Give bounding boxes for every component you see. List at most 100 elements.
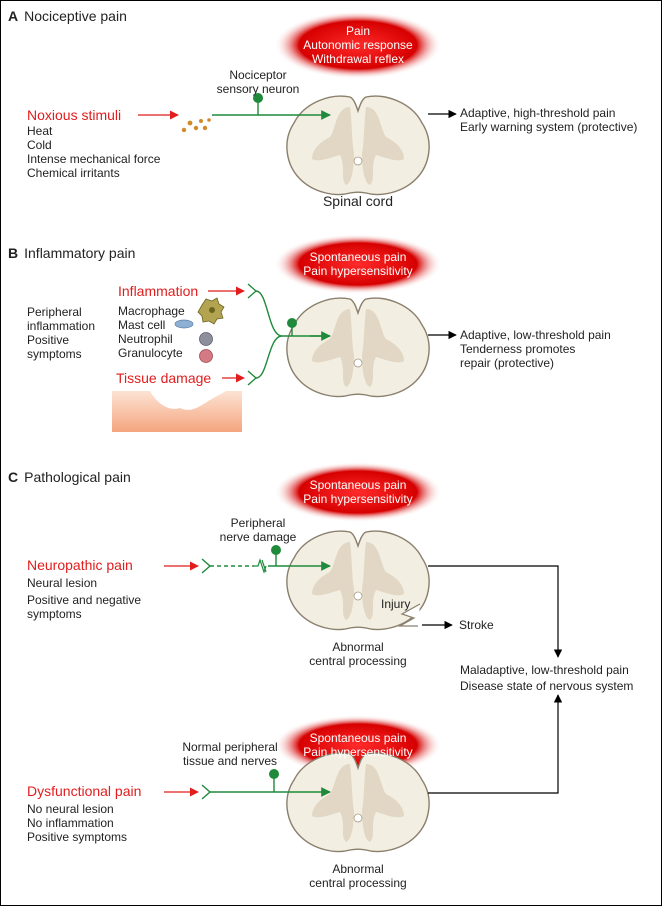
connector-c-top <box>428 565 563 658</box>
granulocyte-icon <box>199 349 213 363</box>
connector-c-bottom <box>428 694 563 794</box>
outcome-c: Maladaptive, low-threshold pain Disease … <box>460 663 633 693</box>
panel-b-heading: B Inflammatory pain <box>8 245 135 261</box>
panel-a-title: Nociceptive pain <box>24 8 127 24</box>
panel-a-heading: A Nociceptive pain <box>8 8 127 24</box>
blob-b-text: Spontaneous pain Pain hypersensitivity <box>274 250 442 278</box>
dysfunctional-soma <box>269 769 279 779</box>
cell-mast-cell: Mast cell <box>118 318 166 332</box>
nociceptor-label-1: Nociceptor <box>229 68 287 82</box>
cell-neutrophil: Neutrophil <box>118 332 173 346</box>
side-label-2: inflammation <box>27 319 96 333</box>
blob-c2-line-2: Pain hypersensitivity <box>303 745 413 759</box>
peripheral-inflammation-label: Peripheral inflammation Positive symptom… <box>27 305 95 361</box>
nerve-damage-label-1: Peripheral <box>230 516 286 530</box>
neuropathic-detail-1: Neural lesion <box>27 576 98 590</box>
panel-b-letter: B <box>8 245 19 261</box>
outcome-a: Adaptive, high-threshold pain Early warn… <box>460 106 637 134</box>
blob-b-line-2: Pain hypersensitivity <box>303 264 413 278</box>
stimulus-cold: Cold <box>27 138 52 152</box>
tissue-crater <box>150 391 214 410</box>
dysfunctional-fiber <box>201 784 212 800</box>
macrophage-icon <box>197 297 225 325</box>
outcome-c-2: Disease state of nervous system <box>460 679 634 693</box>
stroke-label: Stroke <box>459 618 494 632</box>
nerve-break-icon <box>254 558 267 574</box>
neuropathic-fiber <box>201 558 212 574</box>
dysfunctional-pain-label: Dysfunctional pain <box>27 783 142 799</box>
outcome-a-1: Adaptive, high-threshold pain <box>460 106 616 120</box>
dysfunctional-detail-1: No neural lesion <box>27 802 114 816</box>
panel-a-letter: A <box>8 8 19 24</box>
blob-a <box>274 11 442 79</box>
inflammatory-fiber <box>247 283 330 386</box>
dysfunctional-detail-2: No inflammation <box>27 816 114 830</box>
spinal-cord-b <box>286 297 430 398</box>
blob-c1-line-2: Pain hypersensitivity <box>303 492 413 506</box>
abnormal-processing-c1: Abnormal central processing <box>298 640 418 668</box>
processing-c2-1: Abnormal <box>332 862 384 876</box>
spinal-cord-label: Spinal cord <box>322 193 394 209</box>
cell-list: Macrophage Mast cell Neutrophil Granuloc… <box>118 304 185 360</box>
processing-c1-1: Abnormal <box>332 640 384 654</box>
cell-macrophage: Macrophage <box>118 304 185 318</box>
cell-granulocyte: Granulocyte <box>118 346 183 360</box>
blob-a-text: Pain Autonomic response Withdrawal refle… <box>274 24 442 66</box>
dysfunctional-detail-3: Positive symptoms <box>27 830 128 844</box>
blob-a-line-3: Withdrawal reflex <box>311 52 405 66</box>
blob-a-line-2: Autonomic response <box>303 38 413 52</box>
stimulus-list: Heat Cold Intense mechanical force Chemi… <box>27 124 160 180</box>
outcome-a-2: Early warning system (protective) <box>460 120 638 134</box>
neuropathic-pain-label: Neuropathic pain <box>27 557 133 573</box>
neuropathic-detail-2: Positive and negative <box>27 593 142 607</box>
panel-c-title: Pathological pain <box>24 469 131 485</box>
blob-c2-line-1: Spontaneous pain <box>309 731 407 745</box>
blob-c1-line-1: Spontaneous pain <box>309 478 407 492</box>
outcome-b-3: repair (protective) <box>460 356 555 370</box>
outcome-b-2: Tenderness promotes <box>460 342 576 356</box>
blob-c1-text: Spontaneous pain Pain hypersensitivity <box>274 478 442 506</box>
spinal-cord-a <box>286 95 430 196</box>
noxious-stimuli-label: Noxious stimuli <box>27 107 122 123</box>
normal-tissue-label-1: Normal peripheral <box>182 740 278 754</box>
dots-noxious <box>181 118 211 133</box>
normal-tissue-label: Normal peripheral tissue and nerves <box>160 740 300 768</box>
neuropathic-details: Neural lesion Positive and negative symp… <box>27 576 141 621</box>
blob-c2-text: Spontaneous pain Pain hypersensitivity <box>274 731 442 759</box>
side-label-1: Peripheral <box>27 305 82 319</box>
neuropathic-soma <box>271 545 281 555</box>
neutrophil-icon <box>199 332 213 346</box>
dysfunctional-details: No neural lesion No inflammation Positiv… <box>27 802 127 844</box>
peripheral-nerve-damage-label: Peripheral nerve damage <box>198 516 318 544</box>
processing-c1-2: central processing <box>309 654 407 668</box>
mast-cell-icon <box>174 319 194 329</box>
stimulus-mechanical: Intense mechanical force <box>27 152 161 166</box>
injury-label: Injury <box>381 597 411 611</box>
blob-b-line-1: Spontaneous pain <box>309 250 407 264</box>
inflammation-label: Inflammation <box>118 283 199 299</box>
nociceptor-label-2: sensory neuron <box>216 82 300 96</box>
neuropathic-detail-3: symptoms <box>27 607 82 621</box>
panel-c-heading: C Pathological pain <box>8 469 131 485</box>
nociceptor-soma <box>253 93 263 103</box>
tissue-damage-label: Tissue damage <box>116 370 212 386</box>
nerve-damage-label-2: nerve damage <box>219 530 297 544</box>
abnormal-processing-c2: Abnormal central processing <box>298 862 418 890</box>
tissue-damage-graphic <box>112 391 242 432</box>
processing-c2-2: central processing <box>309 876 407 890</box>
normal-tissue-label-2: tissue and nerves <box>182 754 278 768</box>
outcome-b: Adaptive, low-threshold pain Tenderness … <box>460 328 611 370</box>
panel-b-title: Inflammatory pain <box>24 245 136 261</box>
outcome-c-1: Maladaptive, low-threshold pain <box>460 663 629 677</box>
blob-c1 <box>274 462 442 522</box>
nociceptor-label: Nociceptor sensory neuron <box>198 68 318 96</box>
blob-a-line-1: Pain <box>345 24 371 38</box>
side-label-4: symptoms <box>27 347 82 361</box>
blob-b <box>274 234 442 294</box>
panel-c-letter: C <box>8 469 19 485</box>
spinal-cord-c2 <box>286 752 430 853</box>
cord-c1-notch <box>397 603 421 627</box>
stimulus-chemical: Chemical irritants <box>27 166 120 180</box>
side-label-3: Positive <box>27 333 70 347</box>
